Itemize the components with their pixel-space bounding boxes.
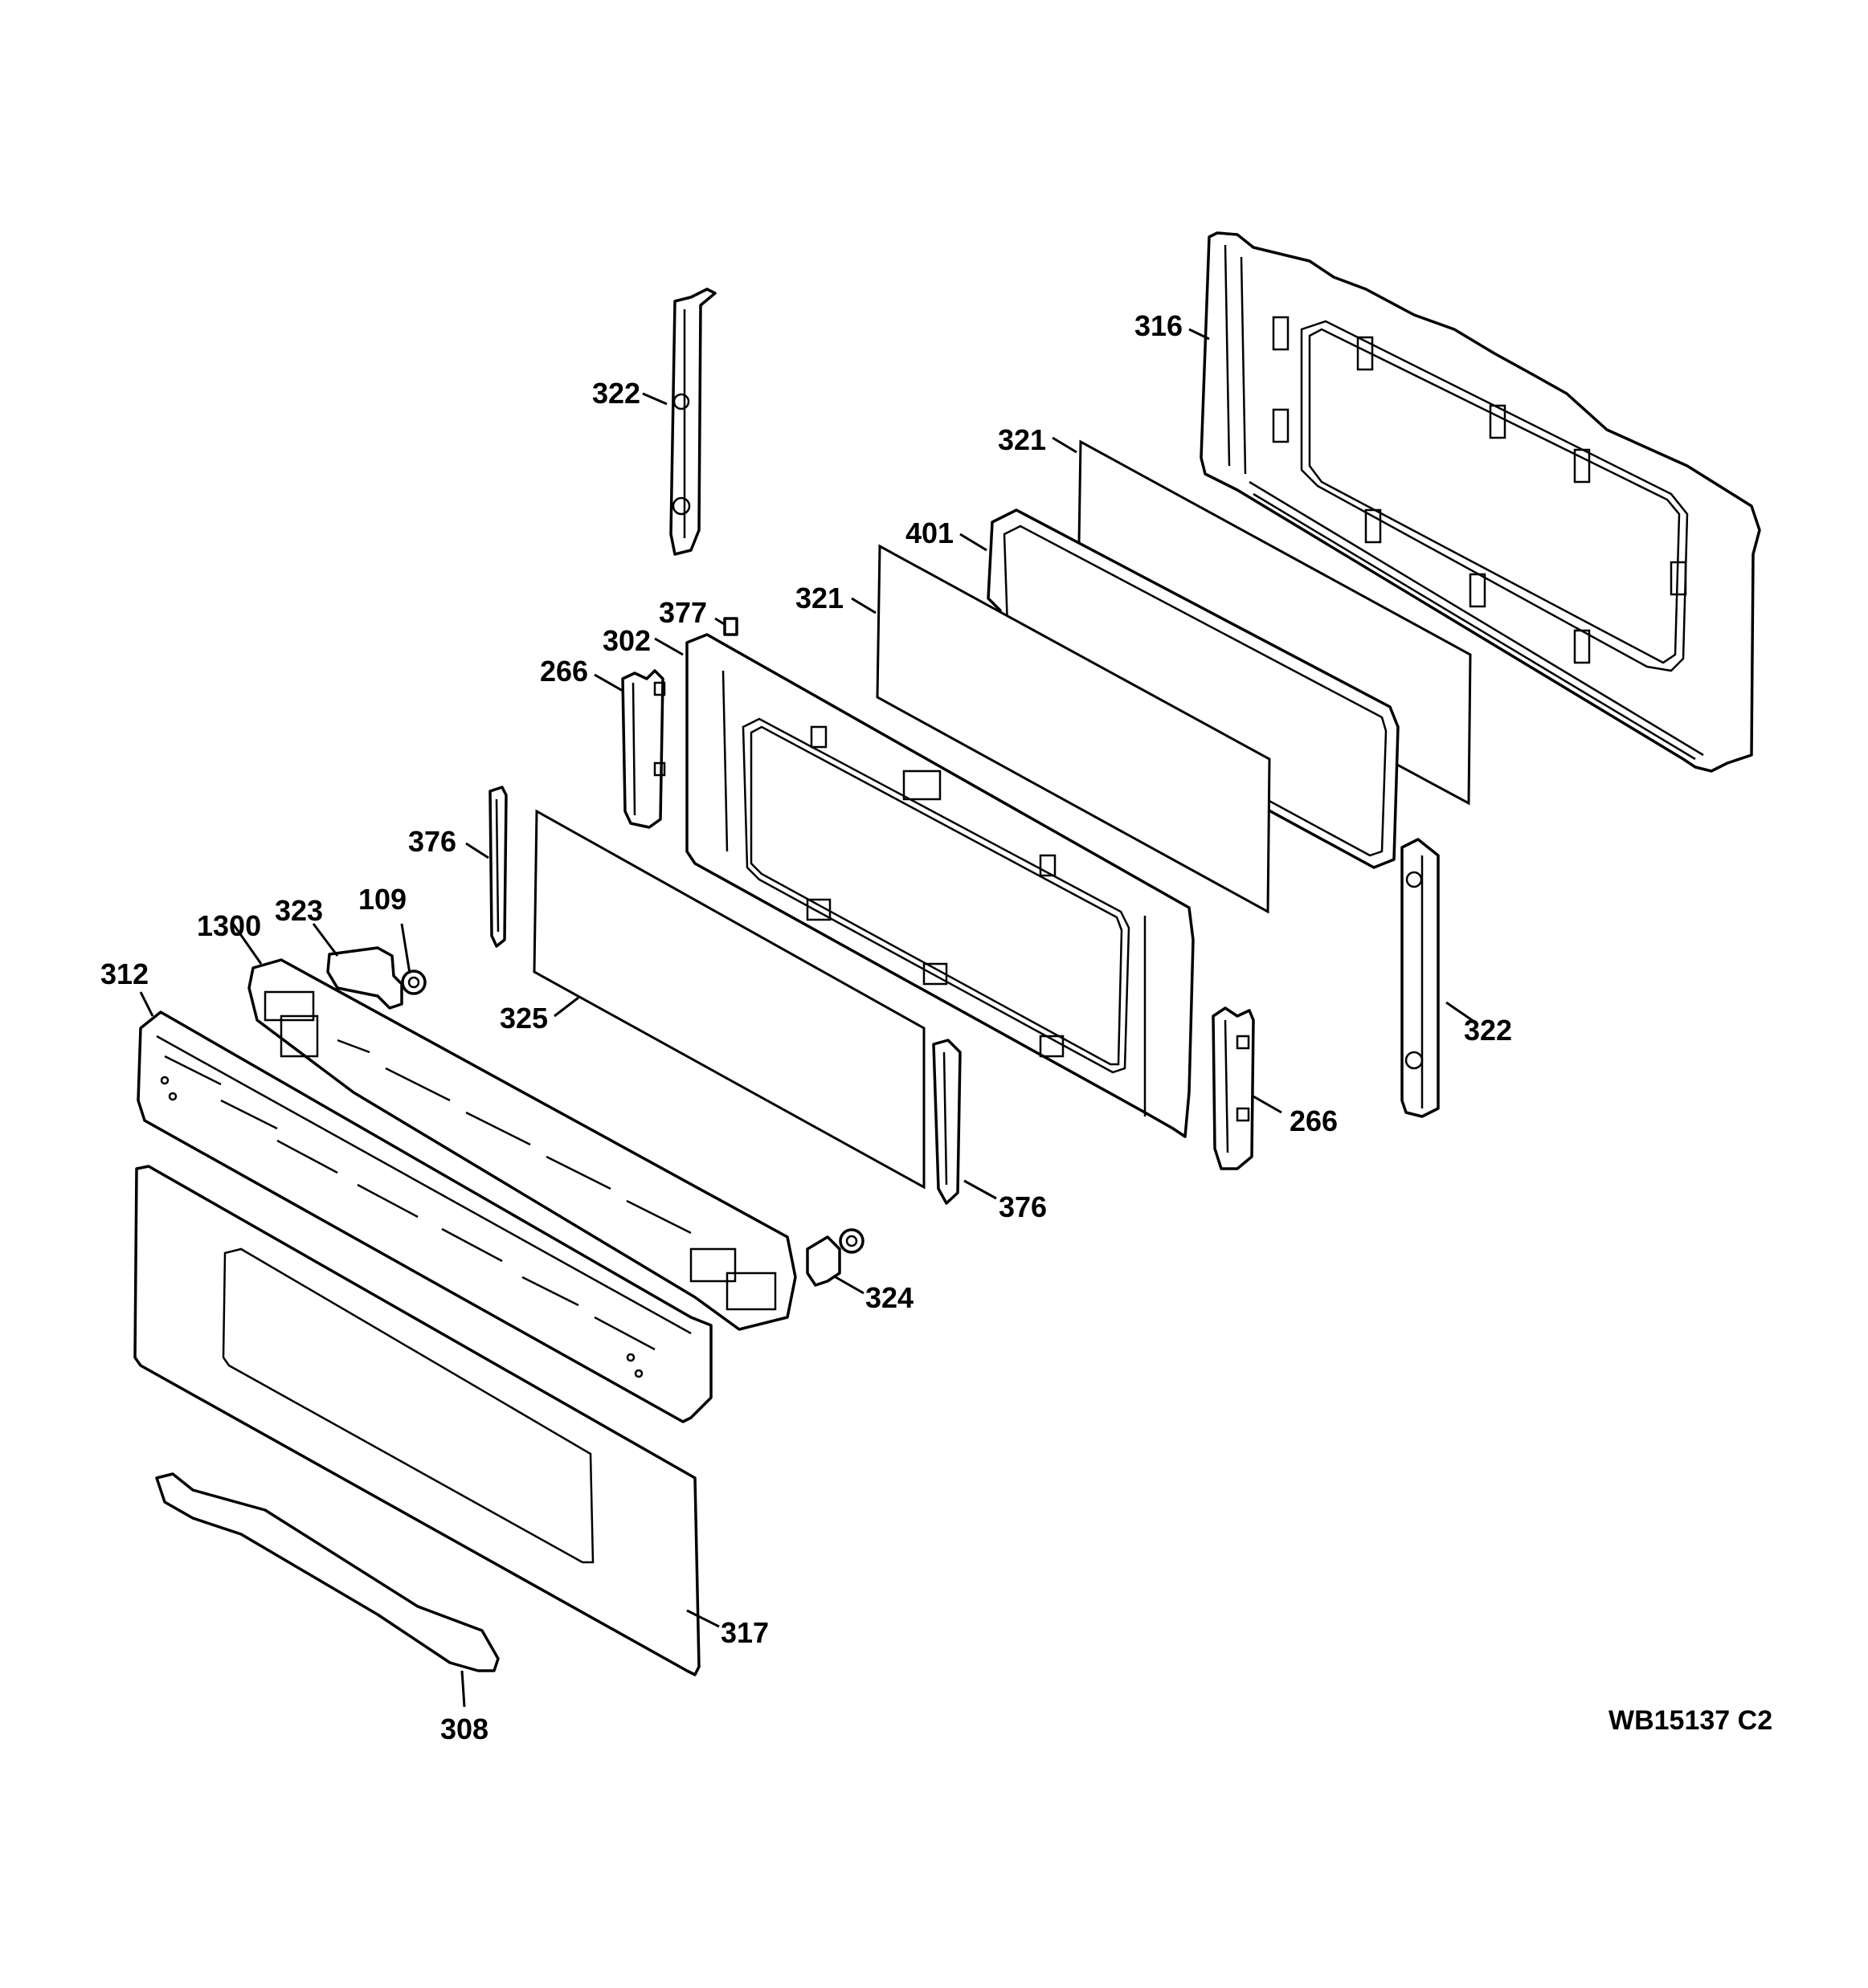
callout-401: 401 xyxy=(905,516,954,549)
callout-312: 312 xyxy=(100,957,149,990)
part-325-front-glass xyxy=(533,809,926,1190)
part-323-bracket xyxy=(326,946,403,1010)
callout-1300: 1300 xyxy=(197,909,262,942)
callout-308: 308 xyxy=(440,1712,489,1745)
part-376-right-hinge-cover xyxy=(932,1039,962,1205)
callout-317: 317 xyxy=(721,1616,770,1649)
callout-324: 324 xyxy=(865,1281,914,1314)
part-321-middle-glass xyxy=(876,544,1271,914)
callout-377: 377 xyxy=(659,596,708,629)
leader-lines xyxy=(139,328,1475,1708)
callout-322-upper: 322 xyxy=(592,377,641,410)
callout-323: 323 xyxy=(275,894,324,927)
diagram-reference-id: WB15137 C2 xyxy=(1608,1705,1773,1736)
callout-316: 316 xyxy=(1134,309,1183,342)
callout-376-right: 376 xyxy=(999,1190,1048,1223)
callout-376-left: 376 xyxy=(408,825,457,858)
callout-266-right: 266 xyxy=(1290,1104,1339,1137)
callout-321-middle: 321 xyxy=(795,582,844,614)
callout-109: 109 xyxy=(358,883,407,916)
part-266-left-slide xyxy=(621,669,666,829)
callout-302: 302 xyxy=(603,624,652,657)
part-266-right-slide xyxy=(1212,1006,1255,1170)
part-308-handle xyxy=(155,1472,500,1672)
part-324-bracket xyxy=(806,1228,865,1287)
part-1300-control-backing xyxy=(247,958,797,1331)
part-312-control-panel xyxy=(137,1010,713,1423)
callout-325: 325 xyxy=(500,1002,549,1035)
part-109-nut xyxy=(401,970,427,995)
part-377-clip xyxy=(723,617,738,636)
part-322-left-bracket xyxy=(669,288,717,556)
part-317-outer-door xyxy=(133,1165,701,1676)
part-322-right-bracket xyxy=(1400,838,1440,1118)
callout-321-upper: 321 xyxy=(998,423,1047,456)
part-302-inner-panel xyxy=(685,633,1195,1138)
part-316-outer-frame xyxy=(1200,231,1761,773)
callout-266-left: 266 xyxy=(540,655,589,688)
part-376-left-hinge-cover xyxy=(488,786,508,948)
callout-322-lower: 322 xyxy=(1464,1014,1513,1047)
